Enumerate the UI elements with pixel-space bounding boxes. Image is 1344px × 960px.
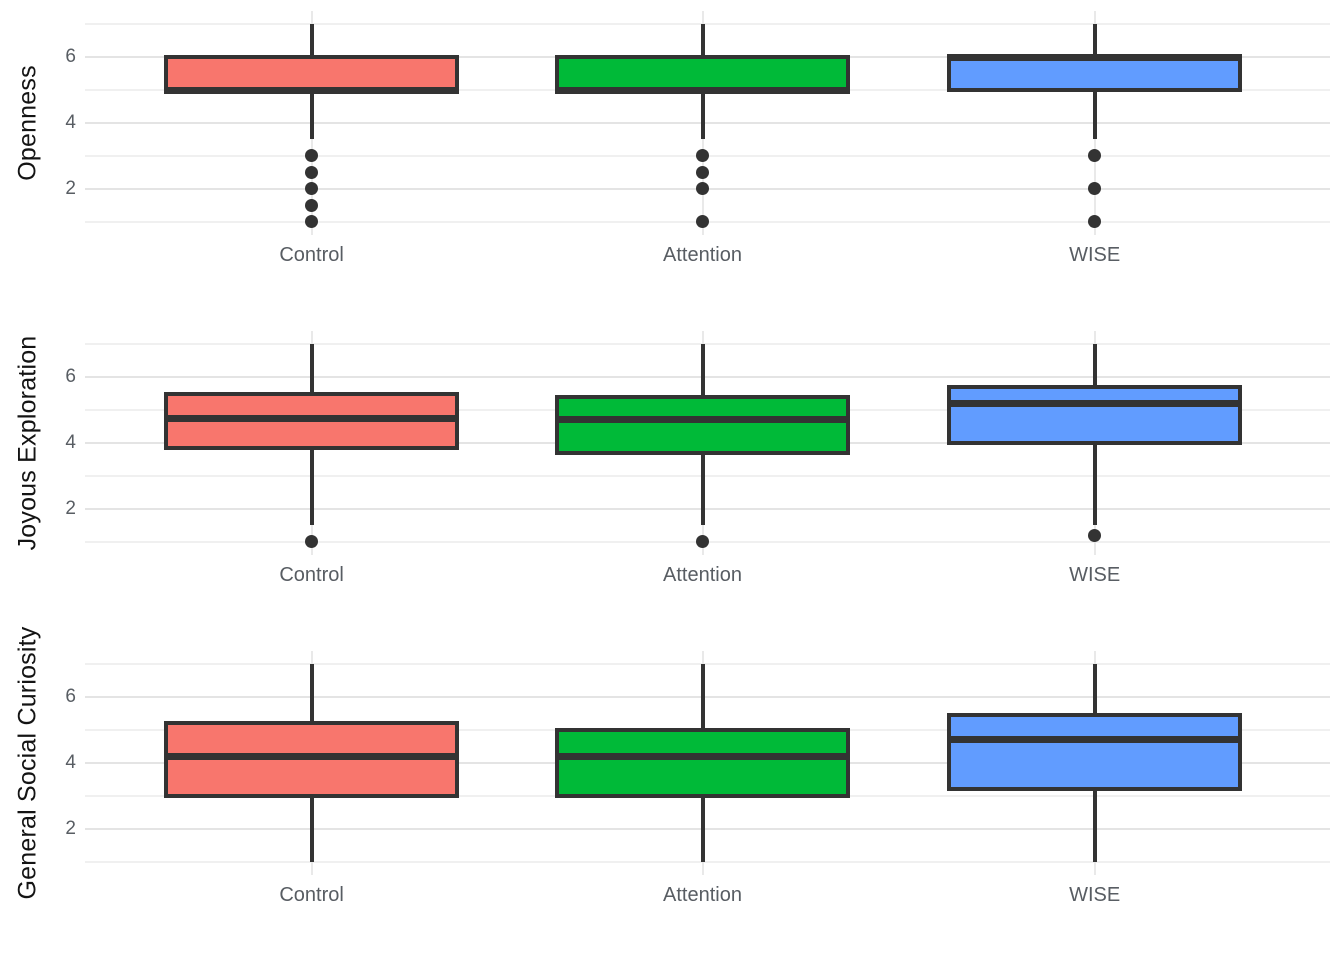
median-line bbox=[947, 736, 1243, 744]
y-tick-label: 2 bbox=[65, 497, 76, 519]
outlier-dot bbox=[1088, 182, 1102, 196]
outlier-dot bbox=[305, 182, 319, 196]
box bbox=[555, 728, 851, 798]
x-tick-label: Control bbox=[279, 244, 344, 266]
outlier-dot bbox=[305, 535, 319, 549]
box bbox=[555, 394, 851, 455]
outlier-dot bbox=[696, 182, 710, 196]
gridline-minor bbox=[85, 474, 1330, 477]
gridline-major bbox=[85, 827, 1330, 830]
outlier-dot bbox=[696, 215, 710, 229]
outlier-dot bbox=[696, 535, 710, 549]
x-tick-label: Attention bbox=[663, 564, 742, 586]
median-line bbox=[164, 752, 460, 760]
box bbox=[947, 55, 1243, 93]
median-line bbox=[555, 86, 851, 94]
plot-area bbox=[85, 11, 1330, 235]
x-tick-label: Control bbox=[279, 564, 344, 586]
y-tick-label: 4 bbox=[65, 752, 76, 773]
y-tick-label: 6 bbox=[65, 366, 76, 388]
gridline-major bbox=[85, 376, 1330, 379]
box bbox=[947, 385, 1243, 445]
gridline-major bbox=[85, 696, 1330, 699]
gridline-minor bbox=[85, 860, 1330, 863]
outlier-dot bbox=[1088, 528, 1102, 542]
gridline-major bbox=[85, 507, 1330, 510]
median-line bbox=[164, 414, 460, 422]
median-line bbox=[947, 399, 1243, 407]
gridline-minor bbox=[85, 23, 1330, 26]
box bbox=[947, 713, 1243, 792]
x-tick-label: WISE bbox=[1069, 564, 1121, 586]
plot-area bbox=[85, 331, 1330, 555]
x-tick-label: Attention bbox=[663, 244, 742, 266]
x-tick-label: Control bbox=[279, 884, 344, 906]
outlier-dot bbox=[305, 215, 319, 229]
outlier-dot bbox=[1088, 215, 1102, 229]
y-tick-label: 4 bbox=[65, 112, 76, 133]
box bbox=[164, 55, 460, 93]
outlier-dot bbox=[696, 149, 710, 163]
x-tick-label: Attention bbox=[663, 884, 742, 906]
outlier-dot bbox=[1088, 149, 1102, 163]
y-tick-label: 2 bbox=[65, 817, 76, 839]
median-line bbox=[947, 53, 1243, 61]
gridline-minor bbox=[85, 663, 1330, 666]
x-tick-label: WISE bbox=[1069, 244, 1121, 266]
x-tick-label: WISE bbox=[1069, 884, 1121, 906]
y-tick-label: 4 bbox=[65, 432, 76, 453]
y-tick-label: 6 bbox=[65, 686, 76, 708]
outlier-dot bbox=[305, 165, 319, 179]
y-tick-label: 2 bbox=[65, 177, 76, 199]
gridline-major bbox=[85, 122, 1330, 124]
gridline-minor bbox=[85, 343, 1330, 346]
median-line bbox=[164, 86, 460, 94]
outlier-dot bbox=[305, 198, 319, 212]
plot-area bbox=[85, 651, 1330, 875]
outlier-dot bbox=[305, 149, 319, 163]
y-tick-label: 6 bbox=[65, 46, 76, 68]
median-line bbox=[555, 752, 851, 760]
median-line bbox=[555, 416, 851, 424]
outlier-dot bbox=[696, 165, 710, 179]
